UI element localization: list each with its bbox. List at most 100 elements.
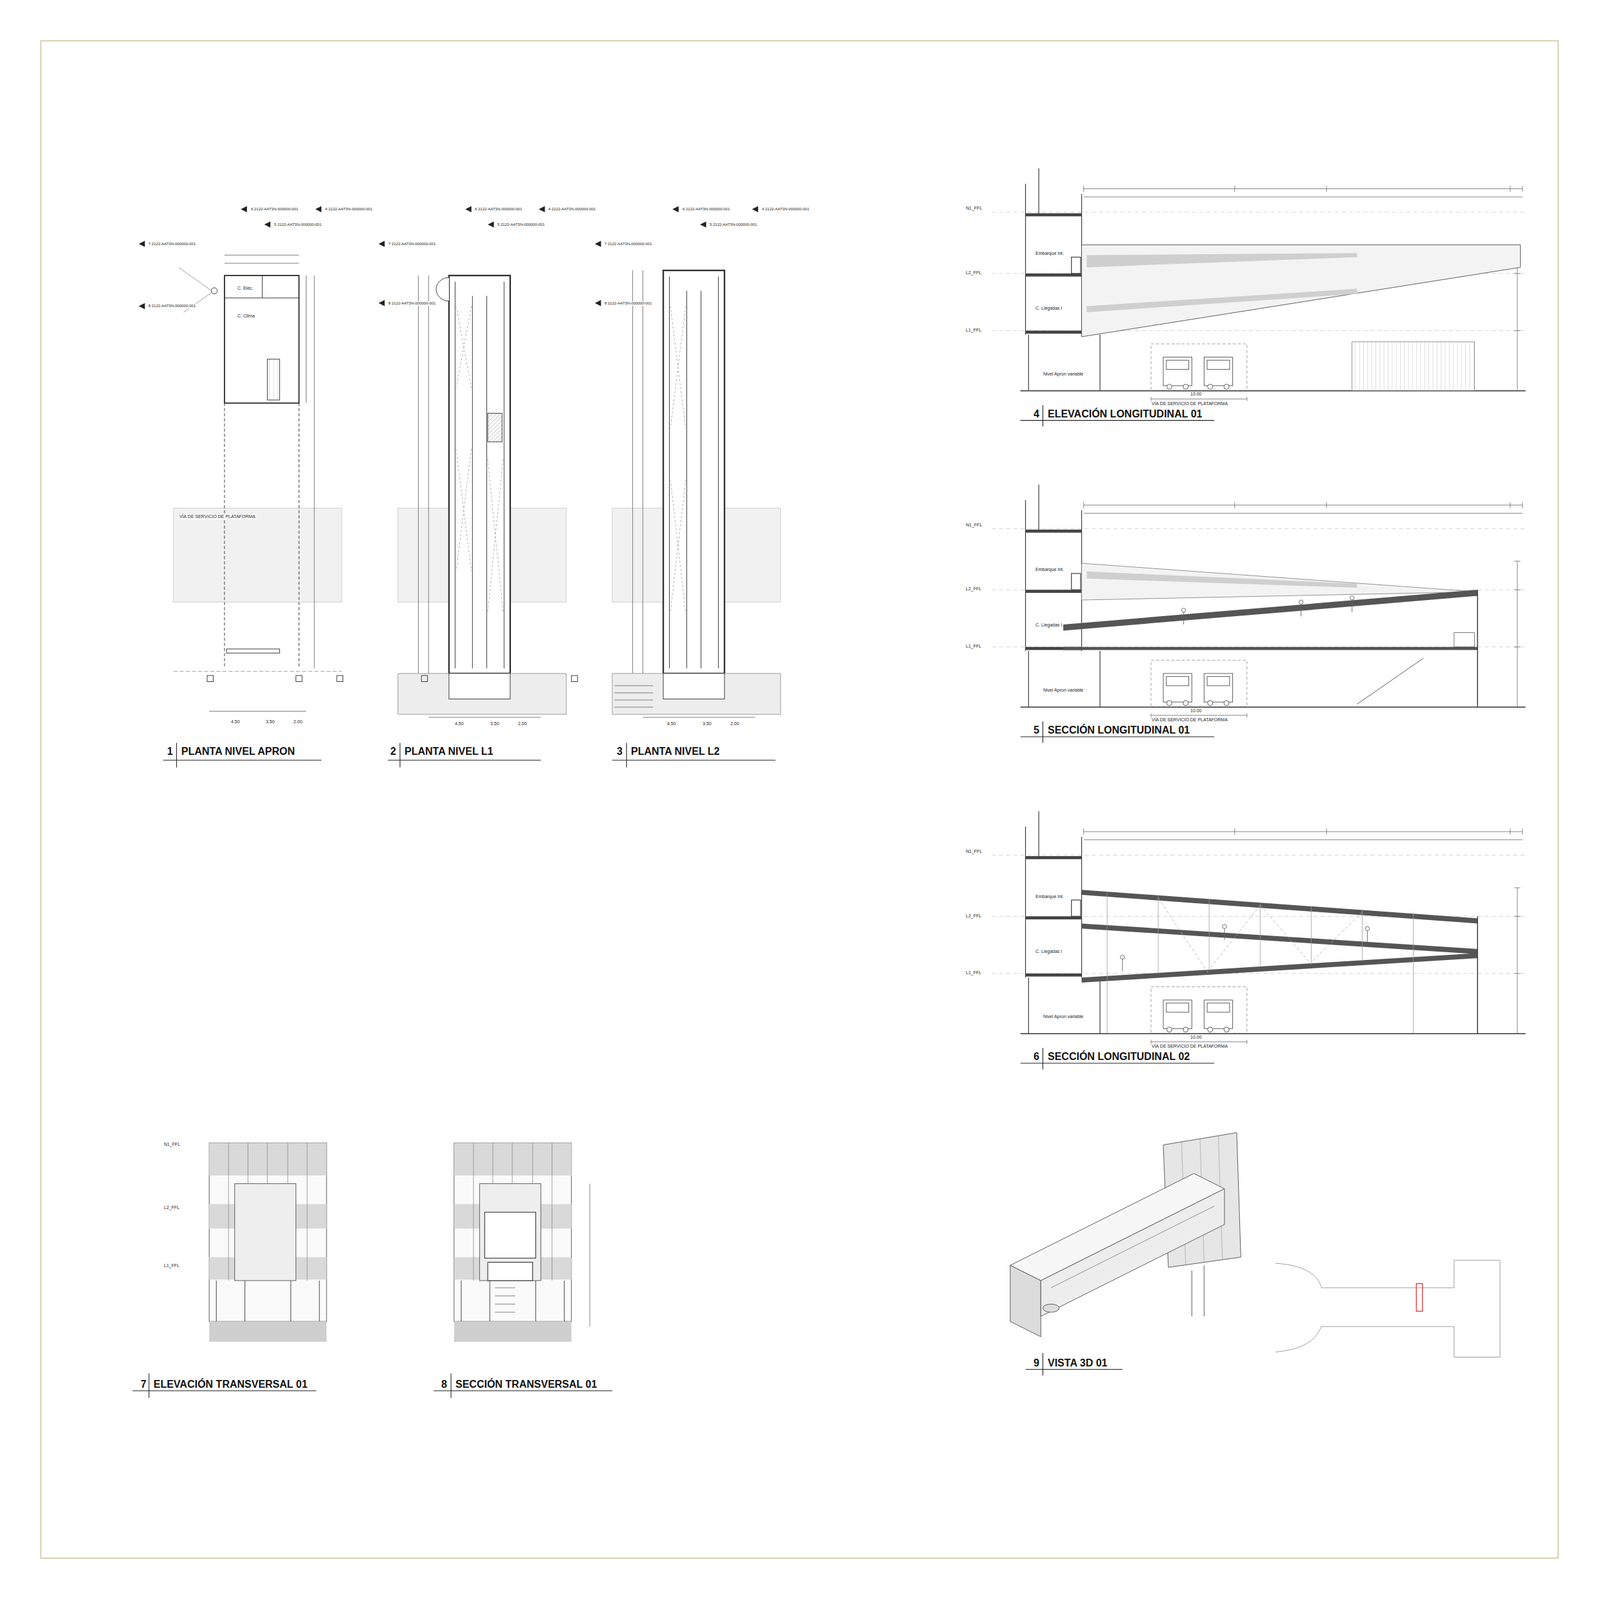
- axonometric-view-part: [1010, 1265, 1041, 1337]
- plan-l1-part: [456, 305, 504, 612]
- plan-l2-part: [614, 685, 653, 708]
- plan-apron-part: [178, 267, 211, 290]
- section-longitudinal-02-part-part: [1310, 905, 1312, 964]
- section-marker: 4 2122-AAT3N-000000-001: [547, 207, 597, 212]
- plan-l2-part: [718, 276, 719, 669]
- transversal-views-part: [484, 1212, 536, 1281]
- view-number: 2: [389, 745, 397, 758]
- plan-l2-part-part: [614, 692, 653, 693]
- plan-l1-part: [449, 275, 511, 674]
- axonometric-view-part: [1025, 1369, 1123, 1370]
- room-label: Nivel Apron variable: [1042, 1014, 1084, 1020]
- level-label: N1_FFL: [965, 205, 983, 211]
- room-label: Embarque Int.: [1034, 894, 1065, 900]
- plan-l1: [387, 275, 578, 768]
- level-label: L1_FFL: [965, 643, 982, 650]
- key-plan: [1275, 1260, 1500, 1357]
- road-label: VÍA DE SERVICIO DE PLATAFORMA: [1150, 717, 1229, 723]
- plan-l2-part-part: [614, 700, 653, 701]
- plan-l1-part: [418, 275, 419, 674]
- section-markers-part: [700, 221, 706, 228]
- dimension: 3.50: [489, 721, 500, 727]
- section-longitudinal-01-part: [1454, 632, 1475, 648]
- plan-l1-part: [449, 673, 511, 700]
- plan-l1-part: [421, 675, 428, 682]
- section-longitudinal-02-part-part: [1223, 928, 1225, 940]
- dimension: 4.50: [454, 721, 465, 727]
- section-longitudinal-01-part: [1081, 563, 1479, 600]
- view-number: 1: [166, 745, 174, 758]
- plan-l2-part: [612, 760, 776, 761]
- plan-l1-part: [503, 281, 505, 669]
- level-label: N1_FFL: [163, 1141, 181, 1148]
- plan-l2-part: [700, 290, 702, 669]
- transversal-views-part-part: [484, 1212, 536, 1259]
- section-longitudinal-02-part: [991, 810, 1526, 1070]
- section-longitudinal-02: [991, 810, 1526, 1070]
- section-longitudinal-02-part-part: [1209, 905, 1260, 970]
- section-marker: 5 2122-AAT3N-000000-001: [709, 222, 758, 228]
- plan-apron-part: [314, 275, 315, 669]
- view-number: 7: [140, 1378, 148, 1391]
- axonometric-view-part: [1191, 1270, 1193, 1317]
- transversal-views-part-part: [450, 1373, 452, 1399]
- axonometric-view-part: [1050, 1205, 1215, 1288]
- section-longitudinal-02-part-part: [1120, 954, 1125, 959]
- plan-apron-part: [305, 275, 307, 404]
- level-label: L1_FFL: [965, 970, 982, 976]
- section-longitudinal-02-part: [1120, 924, 1370, 972]
- view-title: PLANTA NIVEL L2: [630, 745, 721, 758]
- elevation-longitudinal-part: [1352, 341, 1475, 391]
- section-longitudinal-01-part: [1063, 647, 1478, 651]
- section-markers-part: [672, 205, 679, 212]
- plan-apron-part: [210, 287, 217, 294]
- section-marker: 7 2122-AAT3N-000000-001: [603, 241, 653, 247]
- section-longitudinal-02-part-part: [1260, 905, 1311, 965]
- section-longitudinal-01-part: [991, 484, 1526, 743]
- axonometric-view-part: [1203, 1265, 1205, 1317]
- room-label: C. Llegadas I: [1034, 949, 1063, 955]
- transversal-views-part-part: [494, 1311, 516, 1313]
- section-longitudinal-01-part: [1086, 571, 1357, 588]
- plan-l2-part: [669, 276, 670, 669]
- section-longitudinal-01-part-part: [1298, 600, 1303, 604]
- plan-apron-part: [296, 675, 302, 682]
- room-label: C. Llegadas I: [1034, 305, 1063, 311]
- plan-l2-part-part: [670, 479, 686, 613]
- plan-l1-part: [472, 296, 473, 669]
- plan-apron-part: [183, 292, 212, 313]
- room-label: C. Clima: [236, 313, 256, 319]
- section-longitudinal-01-part-part: [1181, 608, 1186, 613]
- elevation-longitudinal-part: [991, 168, 1526, 427]
- plan-apron-part: [226, 649, 280, 653]
- plan-l2-part: [612, 673, 781, 715]
- plan-l1-part-part: [456, 449, 472, 572]
- plan-l1-part: [486, 296, 488, 669]
- section-marker: 6 2122-AAT3N-000000-001: [474, 207, 523, 212]
- dimension: 2.00: [517, 721, 528, 727]
- transversal-views-part-part: [132, 1390, 317, 1391]
- plan-apron-part: [224, 254, 299, 256]
- plan-l2-part: [632, 270, 633, 674]
- plan-l1-part: [398, 673, 567, 715]
- plan-l2-part: [663, 270, 725, 674]
- section-markers-part: [465, 205, 471, 212]
- plan-apron-part-part: [223, 403, 225, 669]
- plan-apron-part: [163, 760, 322, 761]
- plan-apron-part: [224, 263, 299, 264]
- elevation-longitudinal-part: [1086, 252, 1357, 268]
- plan-apron-part: [207, 675, 213, 682]
- key-plan-part: [1416, 1283, 1422, 1312]
- dimension: 2.00: [292, 719, 304, 725]
- plan-l2-part: [642, 716, 755, 718]
- plan-l1-part-part: [487, 459, 504, 613]
- section-longitudinal-02-part: [1081, 889, 1479, 924]
- view-number: 6: [1032, 1050, 1040, 1063]
- plan-l1-part: [436, 277, 450, 301]
- transversal-views-part: [209, 1142, 327, 1342]
- section-marker: 4 2122-AAT3N-000000-001: [761, 207, 810, 212]
- view-number: 3: [616, 745, 624, 758]
- room-label: Nivel Apron variable: [1042, 371, 1084, 377]
- plan-l2-part-part: [670, 305, 686, 429]
